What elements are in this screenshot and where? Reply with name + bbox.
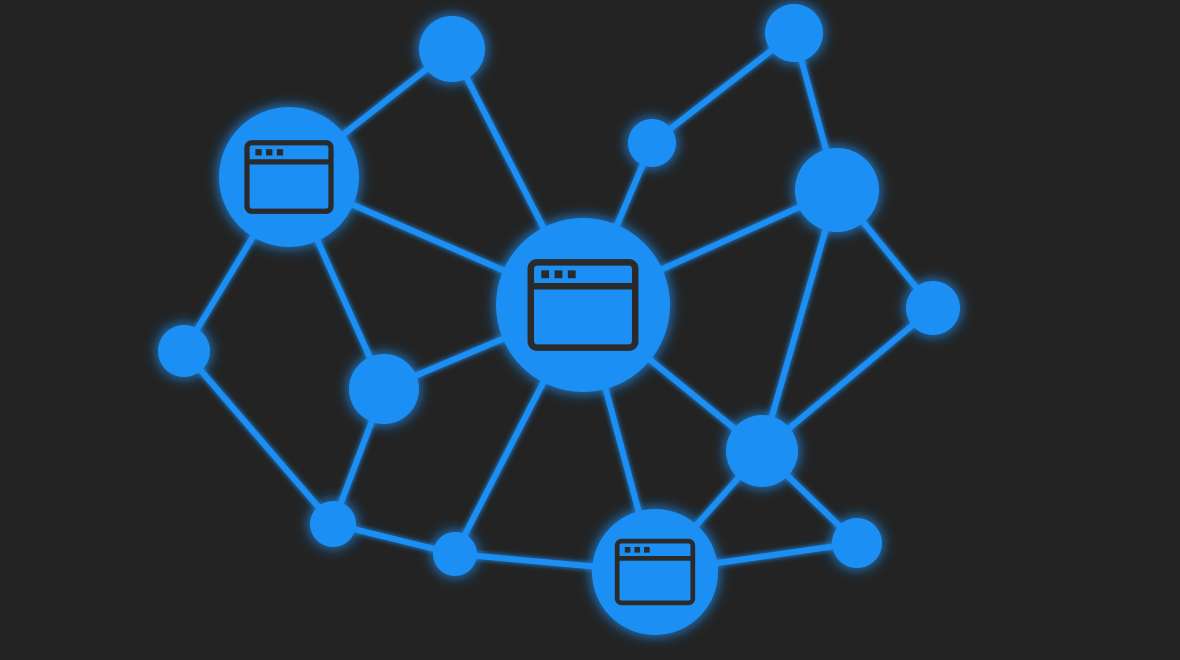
node-circle [592,509,718,635]
edge-n-far-right-n-lower-right [759,305,936,454]
node-circle [349,354,419,424]
node-circle [726,415,798,487]
node-circle [433,532,477,576]
node-circle [906,281,960,335]
window-node [219,107,359,247]
dot-node [628,119,676,167]
node-circle [832,518,882,568]
node-circle [310,501,356,547]
dot-node [832,518,882,568]
node-circle [496,218,670,392]
browser-window-icon [527,259,639,351]
edge-n-left-n-bottom-left [181,348,336,527]
dot-node [795,148,879,232]
dot-node [765,4,823,62]
node-circle [765,4,823,62]
browser-window-icon [614,538,696,606]
dot-node [726,415,798,487]
dot-node [310,501,356,547]
node-circle [158,325,210,377]
window-node [496,218,670,392]
node-circle [219,107,359,247]
window-node [592,509,718,635]
node-circle [795,148,879,232]
browser-window-icon [244,140,334,214]
edge-n-right-large-n-lower-right [759,187,840,454]
edge-n-small-upper-n-top-right [649,30,797,146]
dot-node [349,354,419,424]
dot-node [419,16,485,82]
dot-node [906,281,960,335]
node-circle [628,119,676,167]
node-circle [419,16,485,82]
dot-node [433,532,477,576]
nodes-layer [158,4,960,635]
dot-node [158,325,210,377]
